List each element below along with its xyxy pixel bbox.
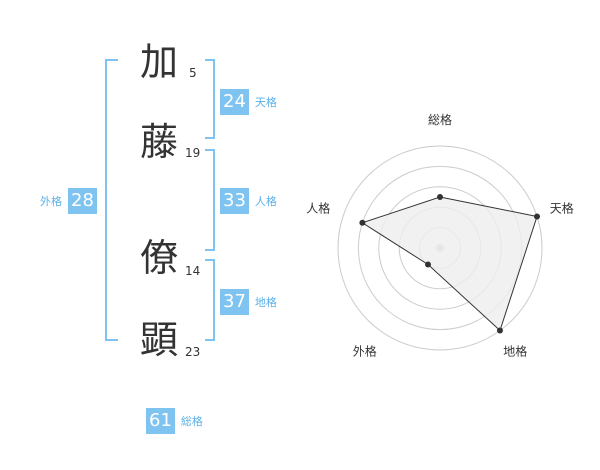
gaikaku-label: 外格 (40, 195, 62, 208)
radar-axis-label-1: 総格 (428, 112, 452, 127)
gaikaku-value: 28 (68, 188, 97, 214)
radar-ring-1 (337, 145, 543, 351)
radar-axis-label-5: 人格 (306, 200, 330, 215)
radar-polygon (361, 196, 538, 332)
radar-axis-label-2: 天格 (550, 200, 574, 215)
jinkaku-badge: 33 人格 (220, 188, 277, 214)
radar-axis-label-3: 地格 (503, 344, 527, 359)
soukaku-value: 61 (146, 408, 175, 434)
tenkaku-label: 天格 (254, 96, 277, 109)
char-3: 僚 (140, 236, 179, 280)
char-1: 加 (140, 40, 179, 84)
stroke-count-1: 5 (189, 66, 197, 80)
char-2: 藤 (140, 120, 179, 164)
stroke-count-4: 23 (185, 345, 201, 359)
radar-point-2 (534, 213, 541, 220)
gaikaku-badge: 外格 28 (40, 188, 97, 214)
radar-point-3 (496, 327, 503, 334)
chikaku-badge: 37 地格 (220, 289, 277, 315)
radar-point-4 (425, 261, 432, 268)
radar-axis-label-4: 外格 (353, 344, 377, 359)
radar-polygon-group (359, 194, 541, 334)
chikaku-value: 37 (220, 289, 249, 315)
soukaku-label: 総格 (180, 415, 203, 428)
radar-point-1 (437, 194, 443, 200)
char-4: 顕 (140, 318, 179, 362)
tenkaku-value: 24 (220, 89, 249, 115)
soukaku-badge: 61 総格 (146, 408, 203, 434)
jinkaku-value: 33 (220, 188, 249, 214)
radar-point-5 (359, 219, 366, 226)
chikaku-label: 地格 (254, 296, 277, 309)
jinkaku-label: 人格 (254, 195, 277, 208)
stroke-count-2: 19 (185, 146, 201, 160)
tenkaku-badge: 24 天格 (220, 89, 277, 115)
stroke-count-3: 14 (185, 264, 201, 278)
